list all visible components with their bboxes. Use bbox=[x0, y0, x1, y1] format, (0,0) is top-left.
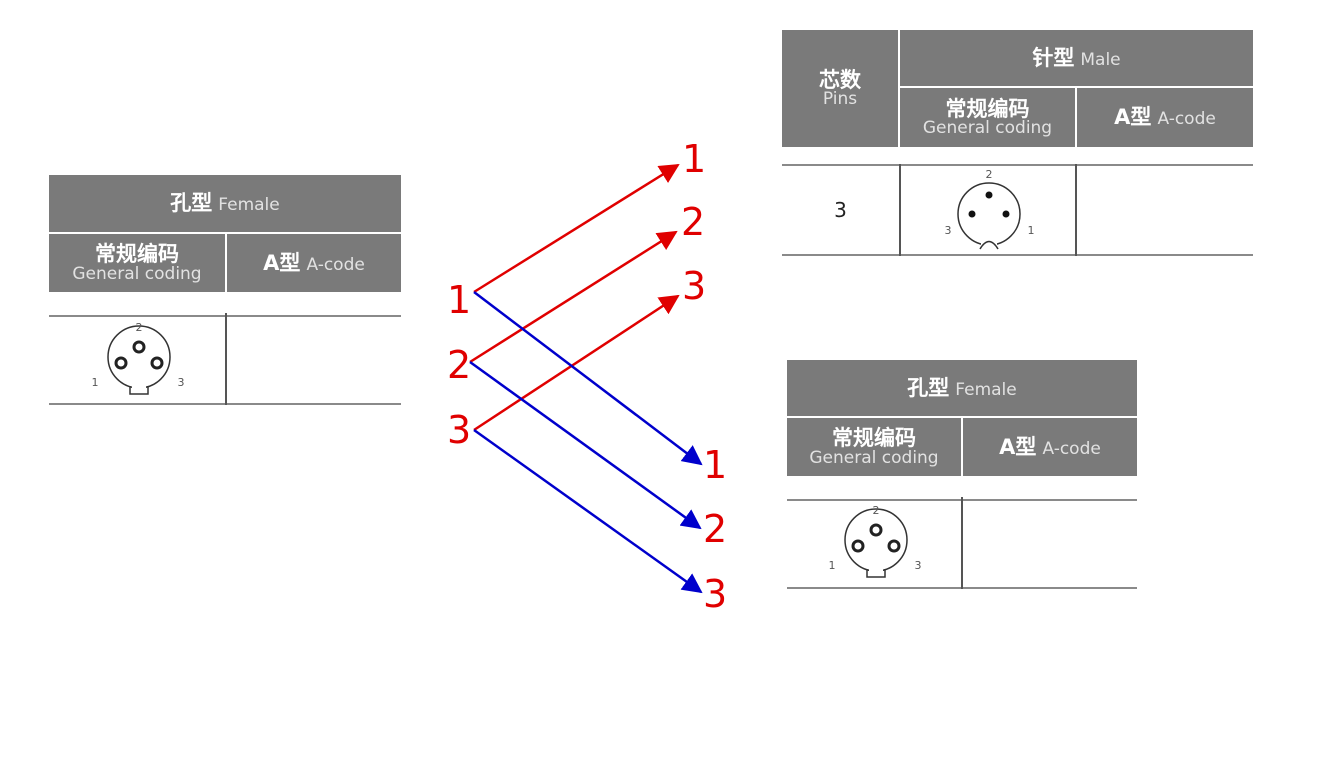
pin-label-2: 2 bbox=[986, 168, 993, 181]
female-title-en: Female bbox=[218, 195, 280, 216]
general-coding-en: General coding bbox=[922, 118, 1053, 139]
a-code-en: A-code bbox=[1157, 109, 1216, 130]
female-target-label-3: 3 bbox=[703, 572, 727, 616]
column-divider bbox=[961, 497, 963, 589]
source-label-3: 3 bbox=[447, 408, 471, 452]
pin-label-3: 3 bbox=[915, 559, 922, 572]
a-code-cn: A型 bbox=[999, 434, 1037, 459]
pins-en: Pins bbox=[822, 89, 858, 110]
source-label-1: 1 bbox=[447, 278, 471, 322]
pin-count: 3 bbox=[834, 198, 847, 222]
female-title-cn: 孔型 bbox=[170, 191, 213, 216]
female-title-en: Female bbox=[955, 379, 1017, 400]
pin-label-3: 3 bbox=[945, 224, 952, 237]
female-connector-pinout-icon: 2 1 3 bbox=[92, 321, 185, 395]
source-label-2: 2 bbox=[447, 343, 471, 387]
wire-2-to-female-2 bbox=[469, 360, 702, 530]
female-target-label-1: 1 bbox=[703, 443, 727, 487]
general-coding-header: 常规编码 General coding bbox=[49, 234, 225, 292]
male-title-cn: 针型 bbox=[1032, 45, 1075, 70]
row-bottom-border bbox=[782, 254, 1253, 256]
general-coding-header: 常规编码 General coding bbox=[787, 418, 961, 476]
male-title-en: Male bbox=[1080, 49, 1121, 70]
female-title-cn: 孔型 bbox=[907, 375, 950, 400]
a-code-cn: A型 bbox=[263, 250, 301, 275]
male-target-label-3: 3 bbox=[682, 264, 706, 308]
general-coding-cn: 常规编码 bbox=[832, 426, 916, 451]
general-coding-header: 常规编码 General coding bbox=[900, 88, 1075, 147]
general-coding-en: General coding bbox=[72, 263, 202, 284]
row-top-border bbox=[782, 164, 1253, 166]
pin-label-2: 2 bbox=[873, 504, 880, 517]
pins-cn: 芯数 bbox=[819, 67, 861, 92]
wire-2-to-male-2 bbox=[469, 230, 678, 364]
wire-1-to-female-1 bbox=[473, 291, 703, 466]
column-divider bbox=[899, 164, 901, 256]
column-divider bbox=[225, 313, 227, 405]
male-target-label-2: 2 bbox=[681, 200, 705, 244]
a-code-cn: A型 bbox=[1114, 105, 1152, 130]
wire-1-to-male-1 bbox=[473, 163, 680, 294]
general-coding-cn: 常规编码 bbox=[95, 242, 179, 267]
pin-label-1: 1 bbox=[1028, 224, 1035, 237]
pin-label-2: 2 bbox=[136, 321, 143, 334]
wire-3-to-male-3 bbox=[473, 294, 680, 432]
column-divider bbox=[1075, 164, 1077, 256]
pin-label-3: 3 bbox=[178, 376, 185, 389]
male-connector-pinout-icon: 2 3 1 bbox=[945, 168, 1035, 251]
general-coding-cn: 常规编码 bbox=[945, 96, 1030, 121]
a-code-en: A-code bbox=[1042, 438, 1101, 459]
pin-label-1: 1 bbox=[829, 559, 836, 572]
pin-label-1: 1 bbox=[92, 376, 99, 389]
female-target-label-2: 2 bbox=[703, 507, 727, 551]
pins-header: 芯数 Pins bbox=[782, 30, 898, 147]
general-coding-en: General coding bbox=[809, 447, 939, 468]
male-target-label-1: 1 bbox=[682, 137, 706, 181]
wire-3-to-female-3 bbox=[473, 428, 703, 594]
female-connector-pinout-icon: 2 1 3 bbox=[829, 504, 922, 578]
a-code-en: A-code bbox=[306, 254, 365, 275]
